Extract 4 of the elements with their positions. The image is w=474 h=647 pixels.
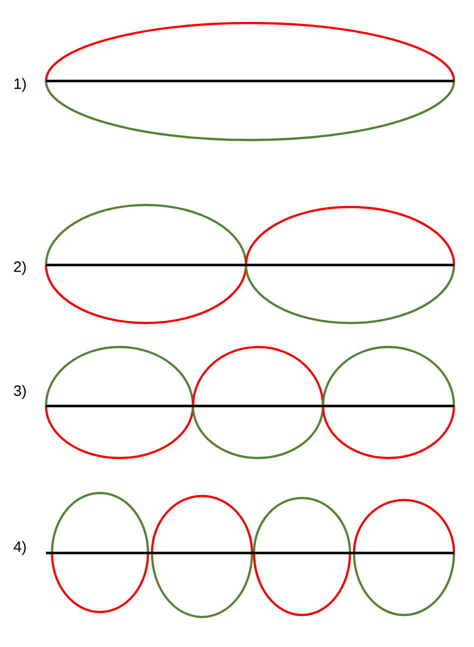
row-number: 4) <box>14 541 26 555</box>
row-number: 3) <box>14 385 26 399</box>
row-number: 2) <box>14 261 26 275</box>
row-number: 1) <box>14 78 26 92</box>
